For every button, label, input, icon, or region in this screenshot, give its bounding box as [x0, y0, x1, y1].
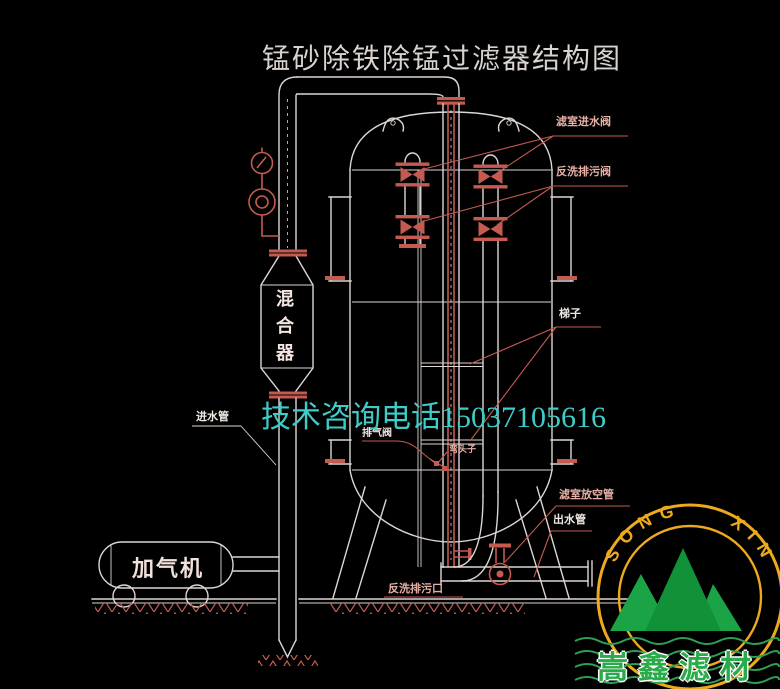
aerator-machine	[98, 541, 280, 608]
label-exhaust-valve: 排气阀	[362, 428, 392, 439]
leader-lines	[192, 135, 630, 598]
mixer-vessel	[258, 249, 318, 666]
logo-wave-lines	[574, 637, 780, 645]
logo-arc-text: SONG XIN	[601, 496, 780, 568]
tank-internals	[395, 103, 508, 568]
label-elbow: 弯头子	[449, 444, 477, 454]
pressure-gauge	[248, 147, 279, 237]
logo-brand-name: 嵩鑫滤材	[597, 650, 761, 685]
label-backwash-drain-valve: 反洗排污阀	[556, 166, 611, 178]
label-ladder: 梯子	[559, 308, 581, 320]
bottom-drain-piping	[440, 491, 593, 587]
label-filter-inlet-valve: 滤室进水阀	[556, 116, 611, 128]
ground-line	[91, 598, 651, 614]
tank-side-nozzles	[325, 196, 577, 465]
label-aerator: 加气机	[131, 556, 204, 581]
label-mixer: 混合器	[274, 289, 294, 370]
tank-legs	[332, 486, 570, 599]
drawing-title: 锰砂除铁除锰过滤器结构图	[262, 44, 623, 75]
top-inlet-pipe	[278, 76, 465, 251]
contact-watermark: 技术咨询电话15037105616	[261, 401, 606, 434]
label-outlet-pipe: 出水管	[553, 514, 586, 526]
label-inlet-pipe: 进水管	[196, 411, 229, 423]
label-backwash-drain-outlet: 反洗排污口	[388, 583, 443, 595]
label-chamber-vent-pipe: 滤室放空管	[559, 489, 614, 501]
